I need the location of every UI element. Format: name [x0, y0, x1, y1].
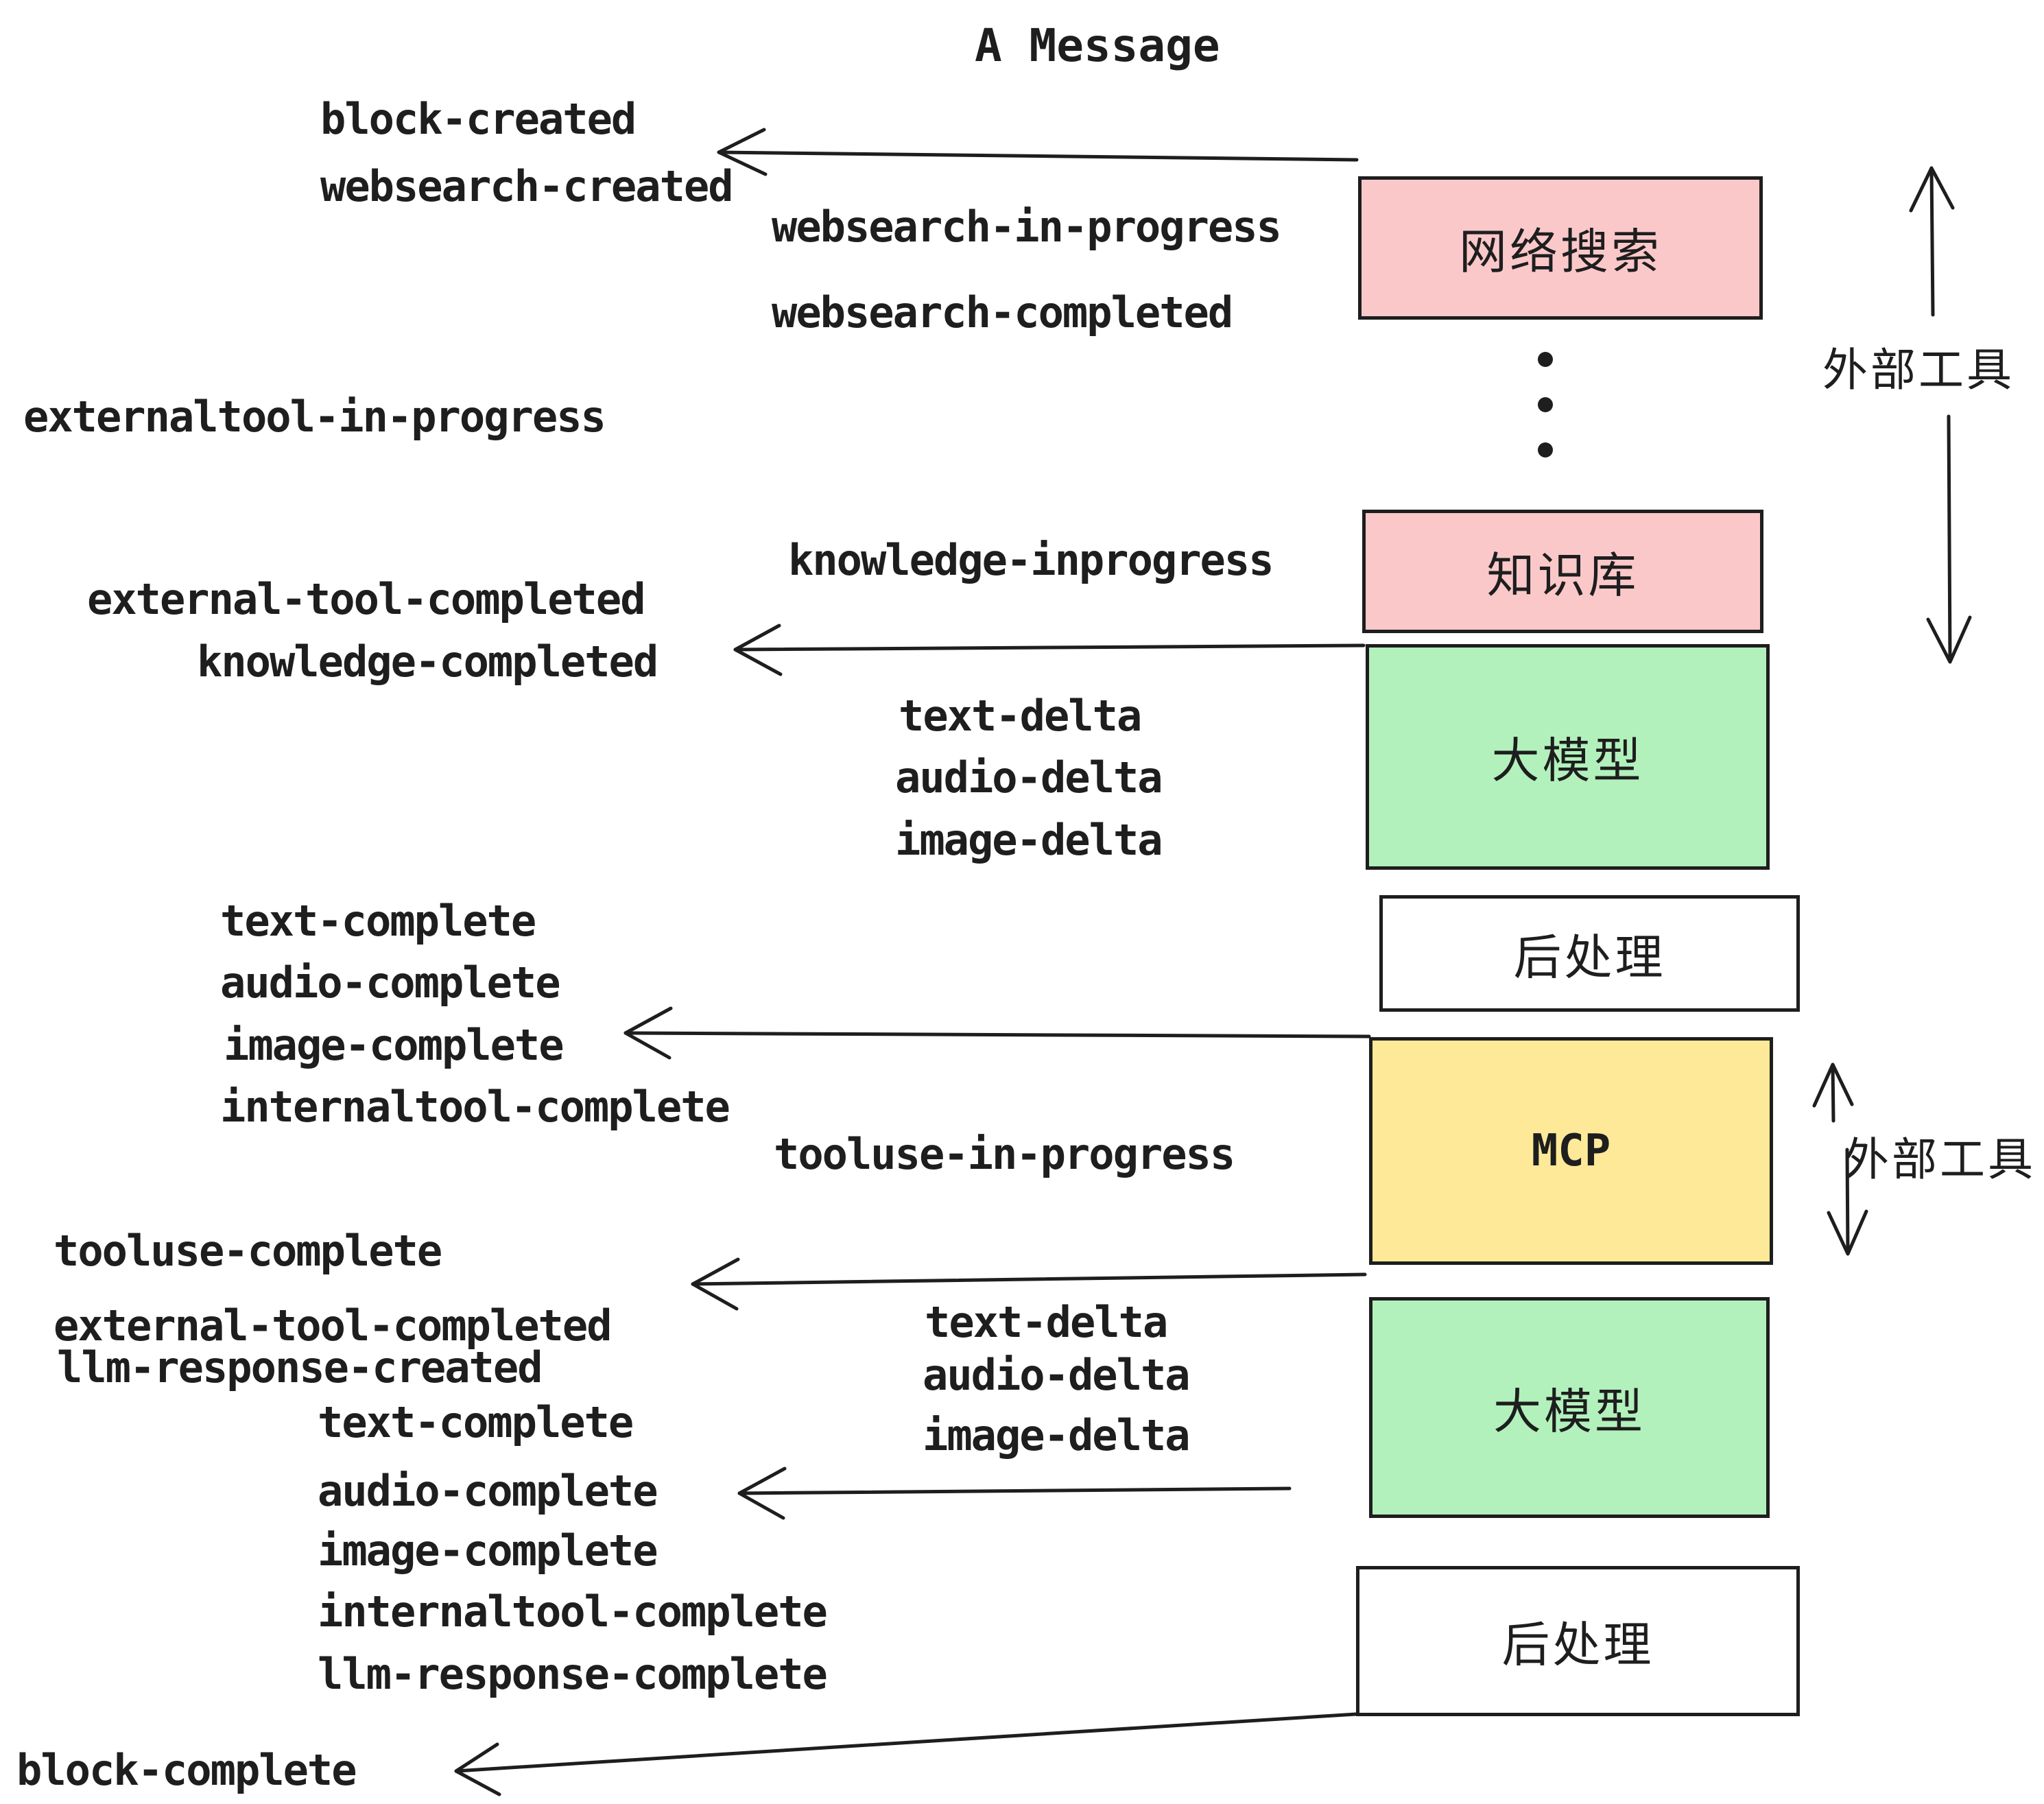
event-websearch-created: websearch-created [320, 161, 734, 211]
box-knowledge-base: 知识库 [1362, 510, 1763, 633]
arrow-left-image-complete [623, 1031, 1371, 1039]
event-llm-response-created: llm-response-created [57, 1342, 543, 1392]
arrowhead-down-icon [1827, 1209, 1868, 1256]
arrowhead-up-icon [1909, 166, 1955, 213]
event-websearch-in-progress: websearch-in-progress [772, 202, 1282, 252]
event-block-created: block-created [320, 94, 637, 144]
event-external-tool-completed: external-tool-completed [87, 574, 646, 624]
event-audio-complete: audio-complete [220, 958, 561, 1008]
event-image-complete: image-complete [224, 1020, 565, 1070]
event-internaltool-complete-2: internaltool-complete [318, 1587, 828, 1637]
event-audio-complete-2: audio-complete [318, 1466, 658, 1516]
box-post-process-2: 后处理 [1356, 1566, 1800, 1716]
event-block-complete: block-complete [16, 1745, 357, 1795]
vertical-ellipsis-dot [1538, 397, 1553, 412]
arrow-left-block-complete [454, 1712, 1358, 1773]
event-audio-delta: audio-delta [895, 752, 1163, 803]
arrow-up-external-tools-1 [1929, 166, 1935, 317]
arrowhead-down-icon [1926, 615, 1972, 664]
side-label-external-tools-1: 外部工具 [1822, 344, 2015, 396]
event-text-complete: text-complete [220, 896, 536, 946]
event-internaltool-complete: internaltool-complete [220, 1082, 730, 1132]
box-web-search: 网络搜索 [1358, 176, 1763, 320]
arrow-down-external-tools-1 [1947, 414, 1952, 663]
event-knowledge-inprogress: knowledge-inprogress [788, 535, 1274, 585]
vertical-ellipsis-dot [1538, 442, 1553, 458]
arrow-left-websearch-created [717, 150, 1359, 162]
arrowhead-left-icon [733, 624, 783, 676]
event-tooluse-complete: tooluse-complete [54, 1226, 442, 1276]
arrowhead-left-icon [623, 1006, 673, 1060]
event-knowledge-completed: knowledge-completed [197, 637, 658, 687]
event-llm-response-complete: llm-response-complete [318, 1649, 828, 1699]
vertical-ellipsis-dot [1538, 352, 1553, 367]
side-label-external-tools-2: 外部工具 [1844, 1133, 2036, 1186]
event-image-complete-2: image-complete [318, 1526, 658, 1576]
arrowhead-left-icon [454, 1742, 501, 1796]
arrow-left-audio-complete [737, 1486, 1292, 1495]
box-post-process-1: 后处理 [1379, 895, 1800, 1012]
event-text-delta: text-delta [899, 691, 1142, 741]
event-text-delta-2: text-delta [925, 1297, 1168, 1347]
event-image-delta-2: image-delta [923, 1410, 1191, 1460]
arrow-left-tooluse-complete [691, 1272, 1367, 1286]
arrowhead-up-icon [1812, 1063, 1854, 1108]
event-websearch-completed: websearch-completed [772, 287, 1233, 337]
event-tooluse-in-progress: tooluse-in-progress [774, 1129, 1235, 1179]
arrow-left-knowledge-completed [733, 643, 1366, 652]
event-external-tool-completed-2: external-tool-completed [54, 1301, 613, 1351]
box-mcp: MCP [1369, 1037, 1773, 1265]
arrowhead-left-icon [737, 1467, 787, 1520]
event-externaltool-in-progress: externaltool-in-progress [23, 392, 606, 442]
diagram-title: A Message [975, 19, 1220, 72]
arrowhead-left-icon [691, 1257, 740, 1311]
box-llm-2: 大模型 [1369, 1297, 1770, 1518]
event-text-complete-2: text-complete [318, 1397, 634, 1447]
box-llm-1: 大模型 [1366, 644, 1770, 870]
event-image-delta: image-delta [895, 815, 1163, 865]
event-audio-delta-2: audio-delta [923, 1350, 1191, 1400]
